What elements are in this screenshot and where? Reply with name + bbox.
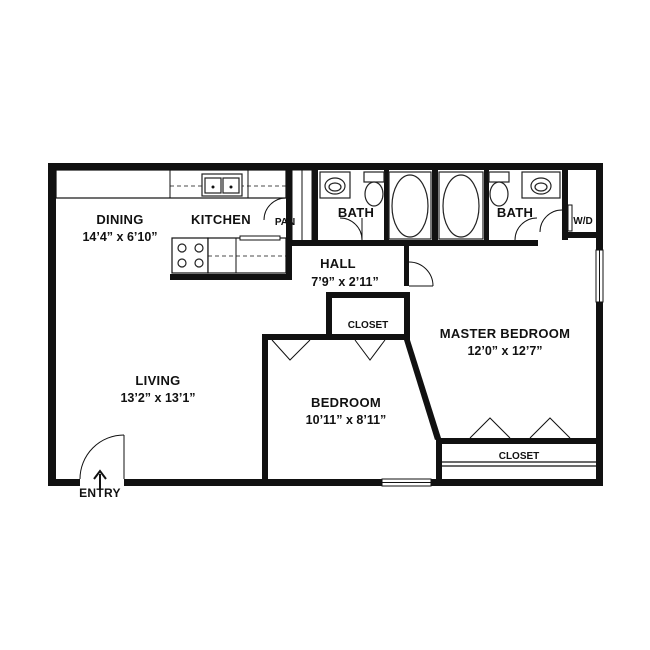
bath-left-fixtures bbox=[319, 171, 432, 241]
living-dimensions: 13’2” x 13’1” bbox=[120, 391, 195, 405]
bath-left-label: BATH bbox=[338, 205, 374, 220]
window-right bbox=[595, 249, 604, 303]
kitchen-east-wall bbox=[286, 170, 292, 280]
bath-right-walls bbox=[438, 170, 596, 246]
kitchen-partition-wall bbox=[170, 274, 290, 280]
entry-label: ENTRY bbox=[79, 486, 121, 500]
closet-hall-door bbox=[271, 339, 386, 361]
master-bedroom-label: MASTER BEDROOM bbox=[440, 326, 571, 341]
kitchen-counter-top bbox=[55, 169, 287, 199]
closet-hall-label: CLOSET bbox=[348, 320, 389, 331]
master-bedroom-dimensions: 12’0” x 12’7” bbox=[467, 344, 542, 358]
master-closet bbox=[436, 417, 596, 479]
hall-walls bbox=[262, 246, 441, 480]
hall-dimensions: 7’9” x 2’11” bbox=[311, 275, 378, 289]
pantry-label: PAN bbox=[275, 217, 295, 228]
dining-label: DINING bbox=[96, 212, 143, 227]
kitchen-sink bbox=[201, 173, 243, 197]
living-label: LIVING bbox=[135, 373, 180, 388]
hall-label: HALL bbox=[320, 256, 356, 271]
kitchen-counter-bottom bbox=[207, 235, 287, 274]
arrow-up-icon bbox=[93, 469, 107, 490]
bedroom-dimensions: 10’11” x 8’11” bbox=[306, 413, 387, 427]
laundry-label: W/D bbox=[573, 216, 592, 227]
window-bottom bbox=[381, 478, 432, 487]
closet-master-label: CLOSET bbox=[499, 451, 540, 462]
bath-right-fixtures bbox=[438, 171, 573, 241]
dining-dimensions: 14’4” x 6’10” bbox=[82, 230, 157, 244]
pantry bbox=[263, 169, 318, 246]
entry-door[interactable] bbox=[79, 434, 125, 480]
stove bbox=[171, 237, 209, 274]
bath-right-label: BATH bbox=[497, 205, 533, 220]
exterior-walls bbox=[48, 163, 603, 486]
kitchen-label: KITCHEN bbox=[191, 212, 251, 227]
bath-left-walls bbox=[318, 170, 438, 246]
bedroom-label: BEDROOM bbox=[311, 395, 381, 410]
